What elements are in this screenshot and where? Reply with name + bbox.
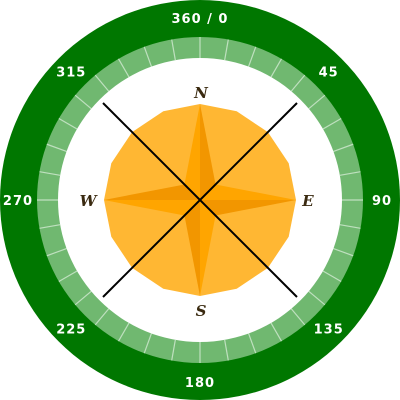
rose-star-point bbox=[200, 200, 296, 216]
ring-tick bbox=[333, 143, 354, 152]
rose-star-point bbox=[184, 104, 200, 200]
ring-tick bbox=[143, 333, 152, 354]
ring-ticks bbox=[37, 37, 363, 363]
degree-label: 315 bbox=[56, 65, 86, 80]
ring-tick bbox=[290, 308, 306, 326]
ring-tick bbox=[308, 94, 326, 110]
ring-tick bbox=[46, 248, 67, 257]
ring-tick bbox=[143, 46, 152, 67]
ring-tick bbox=[39, 171, 61, 176]
degree-label: 180 bbox=[185, 376, 215, 391]
ring-tick bbox=[290, 74, 306, 92]
ring-tick bbox=[339, 224, 361, 229]
ring-tick bbox=[308, 290, 326, 306]
ring-tick bbox=[94, 308, 110, 326]
ring-tick bbox=[171, 39, 176, 61]
rose-star-point bbox=[104, 200, 200, 216]
ring-tick bbox=[248, 46, 257, 67]
ring-tick bbox=[46, 143, 67, 152]
ring-tick bbox=[171, 339, 176, 361]
rose-star-point bbox=[184, 200, 200, 296]
ring-tick bbox=[270, 58, 283, 78]
cardinal-north-label: N bbox=[193, 84, 209, 102]
ring-tick bbox=[117, 58, 130, 78]
ring-tick bbox=[322, 270, 342, 283]
ring-tick bbox=[224, 339, 229, 361]
ring-tick bbox=[270, 322, 283, 342]
ring-tick bbox=[74, 94, 92, 110]
degree-label: 270 bbox=[3, 194, 33, 209]
ring-tick bbox=[322, 117, 342, 130]
ring-tick bbox=[339, 171, 361, 176]
degree-labels: 360 / 0 45 90 135 180 225 270 315 bbox=[3, 12, 392, 391]
diagonal-line-ne-sw bbox=[102, 102, 298, 298]
cardinal-west-label: W bbox=[80, 192, 99, 210]
ring-tick bbox=[58, 270, 78, 283]
cardinal-south-label: S bbox=[196, 302, 207, 320]
degree-label: 225 bbox=[56, 323, 86, 338]
ring-tick bbox=[58, 117, 78, 130]
degree-label: 45 bbox=[319, 65, 339, 80]
rose-star-point bbox=[200, 184, 296, 200]
rose-star-point bbox=[200, 104, 216, 200]
rose-star-point bbox=[104, 184, 200, 200]
ring-tick bbox=[74, 290, 92, 306]
degree-label: 135 bbox=[314, 323, 344, 338]
ring-tick bbox=[248, 333, 257, 354]
rose-star bbox=[104, 104, 296, 296]
ring-tick bbox=[94, 74, 110, 92]
ring-tick bbox=[224, 39, 229, 61]
degree-label: 360 / 0 bbox=[172, 12, 229, 27]
ring-tick bbox=[333, 248, 354, 257]
rose-star-point bbox=[200, 200, 216, 296]
cardinal-east-label: E bbox=[301, 192, 314, 210]
ring-tick bbox=[117, 322, 130, 342]
ring-tick bbox=[39, 224, 61, 229]
degree-label: 90 bbox=[372, 194, 392, 209]
